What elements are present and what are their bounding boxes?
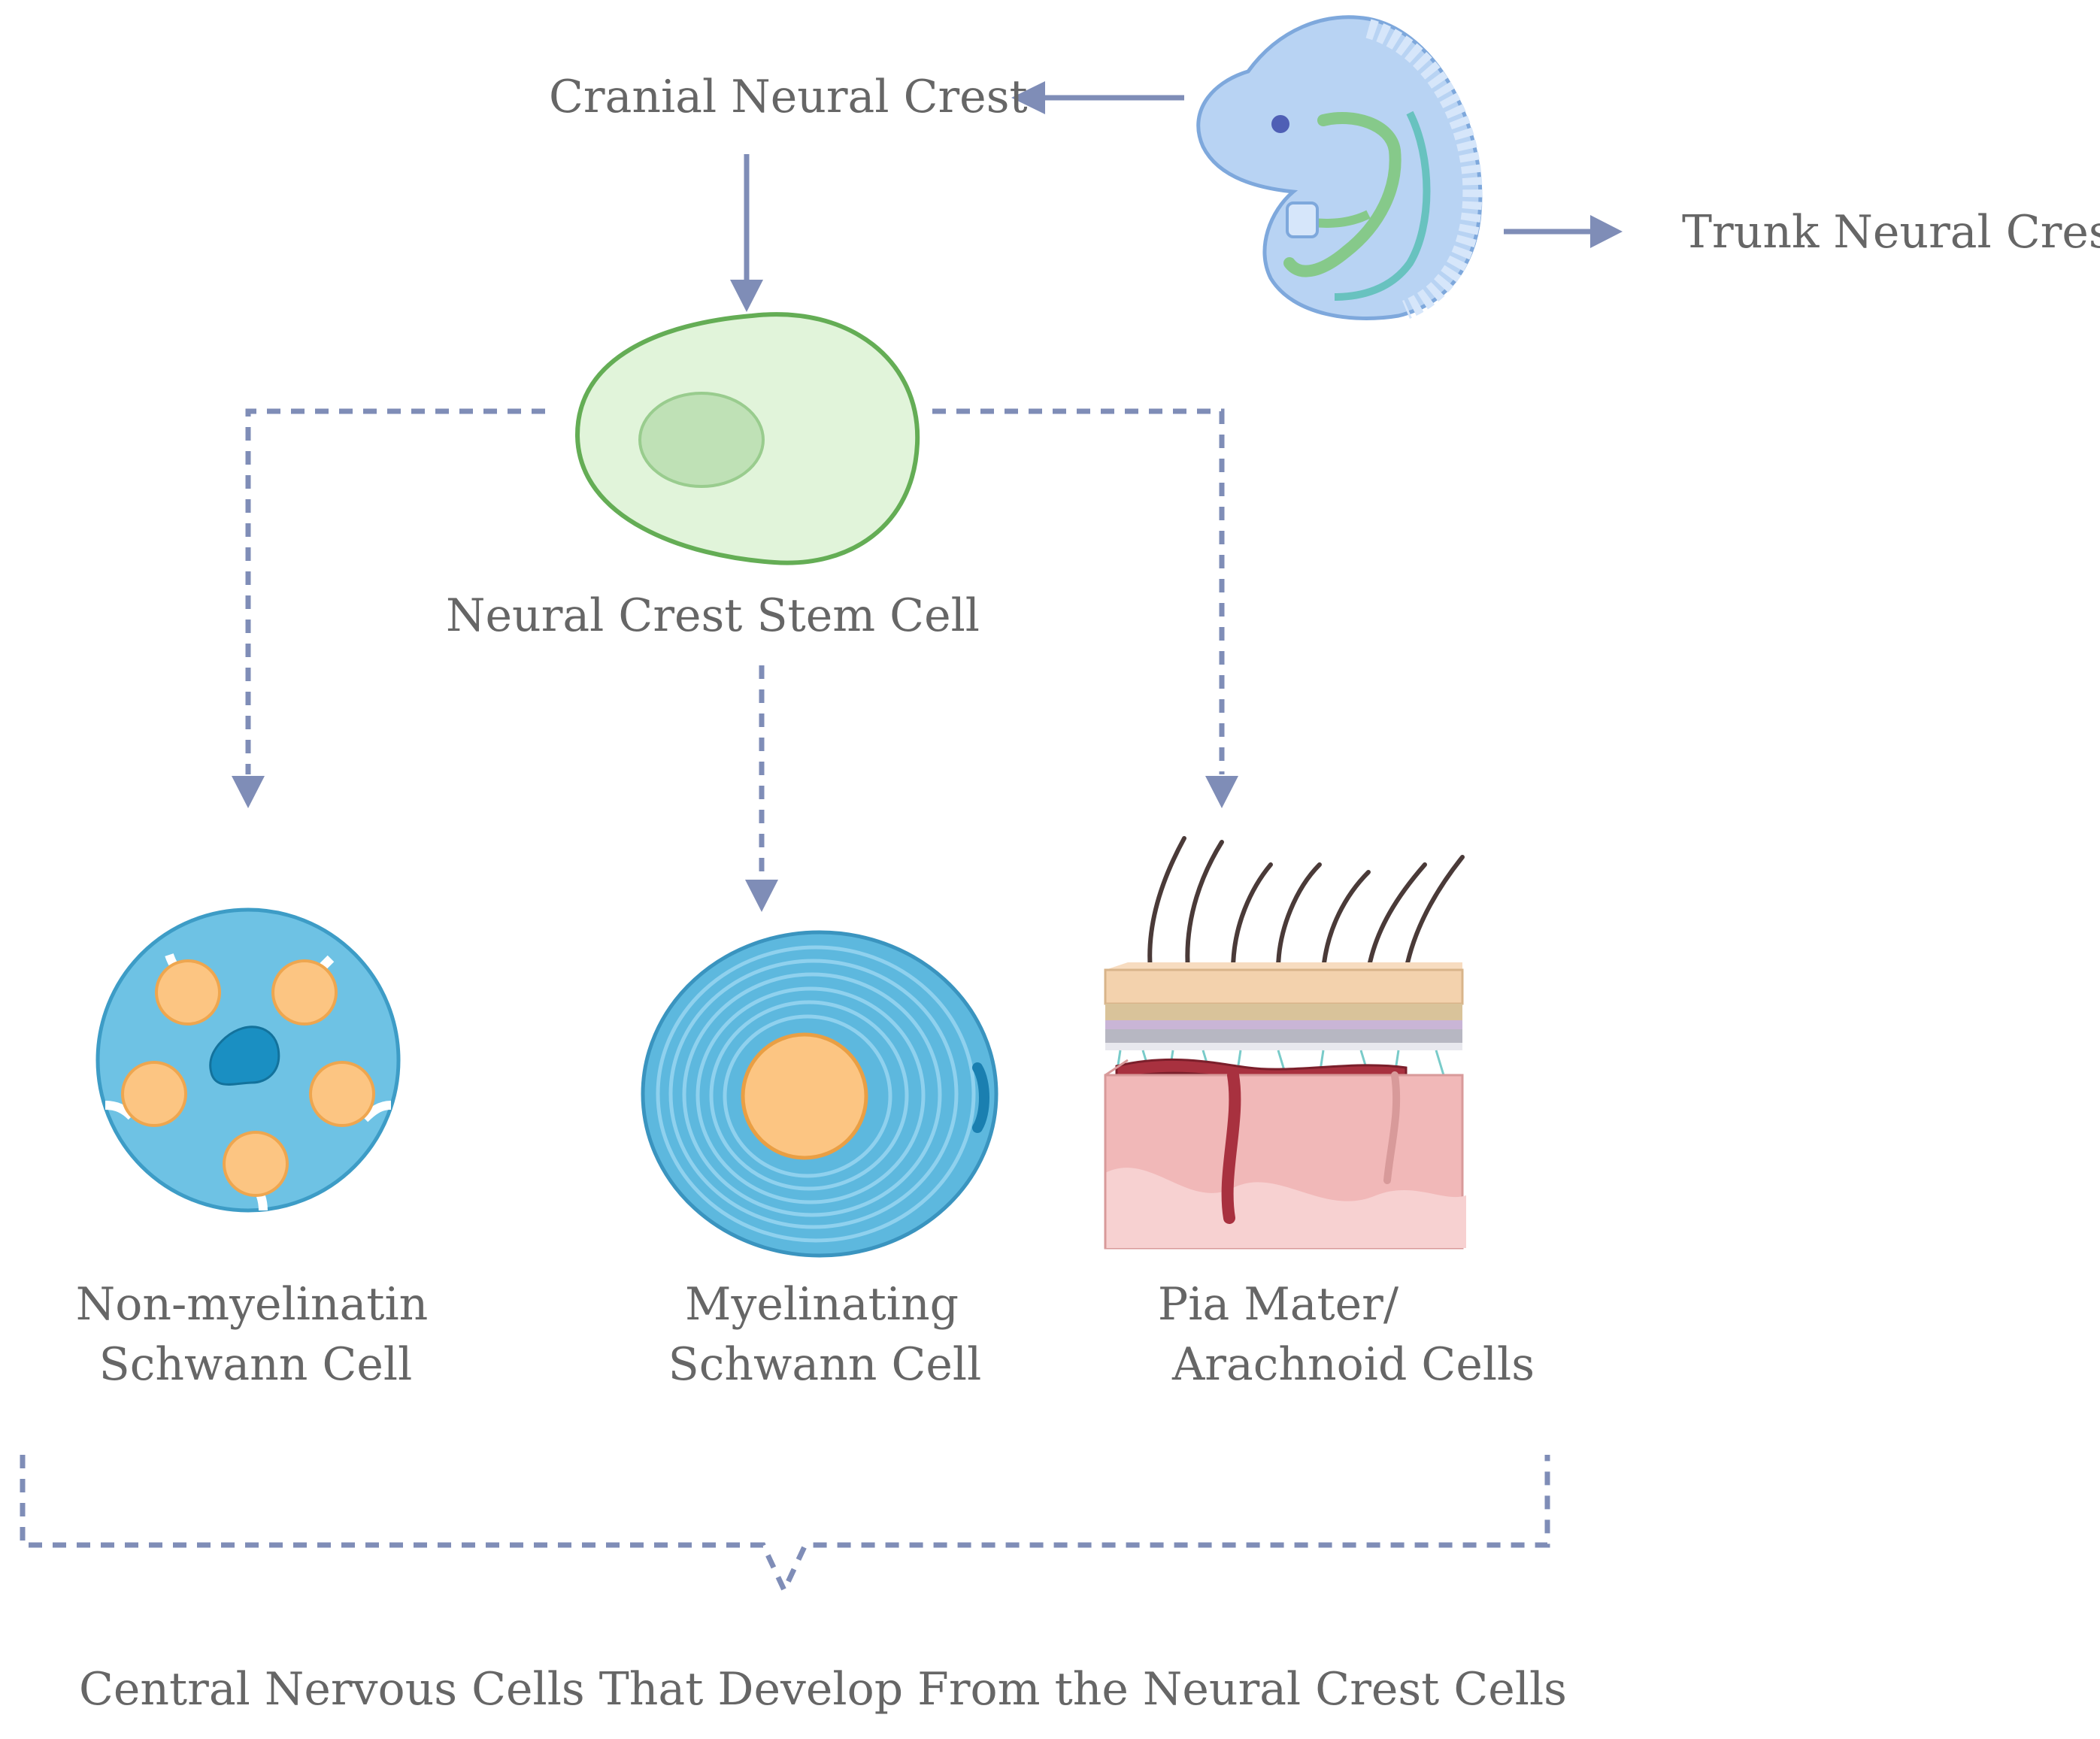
myelinating-label-line2: Schwann Cell xyxy=(668,1338,982,1391)
stem-cell-icon xyxy=(574,312,920,565)
bottom-bracket xyxy=(20,1455,1550,1597)
cranial-neural-crest-label: Cranial Neural Crest xyxy=(549,71,1028,123)
myelinating-label-line1: Myelinating xyxy=(685,1278,959,1331)
stem-cell-label: Neural Crest Stem Cell xyxy=(446,589,980,642)
myelinating-schwann-cell-icon xyxy=(641,930,998,1258)
non-myelinating-schwann-cell-icon xyxy=(95,907,401,1213)
arrow-cranial-to-stem-cell xyxy=(730,154,763,312)
pia-mater-tissue-icon xyxy=(1104,836,1466,1250)
arrow-embryo-to-trunk xyxy=(1504,215,1623,248)
dotted-connector-center xyxy=(745,665,778,912)
arrow-embryo-to-cranial xyxy=(1011,81,1184,114)
dotted-connector-left xyxy=(232,408,545,808)
footer-caption: Central Nervous Cells That Develop From … xyxy=(79,1663,1567,1716)
non-myelinating-label-line2: Schwann Cell xyxy=(98,1338,413,1391)
pia-mater-label-line1: Pia Mater/ xyxy=(1157,1278,1399,1331)
pia-mater-label-line2: Arachnoid Cells xyxy=(1171,1338,1535,1391)
non-myelinating-label-line1: Non-myelinatin xyxy=(75,1278,429,1331)
trunk-neural-crest-label: Trunk Neural Crest xyxy=(1682,206,2100,259)
embryo-icon xyxy=(1196,15,1483,320)
dotted-connector-right xyxy=(932,408,1238,808)
